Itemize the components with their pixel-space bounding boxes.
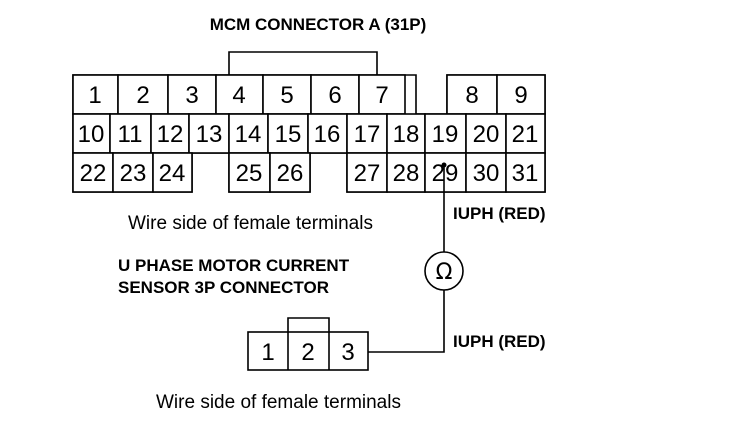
mcm-pin-25 [228, 152, 271, 193]
wire-label-bottom: IUPH (RED) [453, 332, 546, 351]
mcm-pin-21 [505, 113, 546, 154]
mcm-pin-label: 4 [232, 82, 245, 109]
mcm-pin-label: 26 [277, 160, 304, 187]
svg-text:Ω: Ω [436, 260, 453, 285]
wire-label-top: IUPH (RED) [453, 204, 546, 223]
mcm-connector-title: MCM CONNECTOR A (31P) [210, 15, 427, 34]
mcm-pin-label: 19 [432, 121, 459, 148]
mcm-pin-label: 31 [512, 160, 539, 187]
mcm-pin-20 [465, 113, 507, 154]
probe-point-pin-29 [441, 162, 447, 168]
wire-iuph-lower [368, 290, 445, 353]
mcm-pin-31 [505, 152, 546, 193]
mcm-pin-label: 30 [473, 160, 500, 187]
mcm-pin-26 [269, 152, 311, 193]
sensor-connector-lock-tab [287, 317, 330, 332]
mcm-connector-caption: Wire side of female terminals [128, 213, 373, 234]
mcm-pin-label: 8 [465, 82, 478, 109]
mcm-pin-label: 14 [235, 121, 262, 148]
sensor-pin-label: 3 [341, 339, 354, 366]
sensor-connector: 1 2 3 [247, 317, 369, 371]
sensor-connector-title-line2: SENSOR 3P CONNECTOR [118, 278, 329, 297]
ohmmeter-icon: Ω [424, 251, 464, 291]
mcm-pin-23 [112, 152, 154, 193]
mcm-pin-label: 27 [354, 160, 381, 187]
mcm-pin-label: 20 [473, 121, 500, 148]
mcm-pin-17 [346, 113, 388, 154]
sensor-pin-label: 2 [301, 339, 314, 366]
mcm-pin-label: 1 [88, 82, 101, 109]
mcm-pin-label: 16 [314, 121, 341, 148]
mcm-pin-label: 15 [275, 121, 302, 148]
mcm-pin-label: 6 [328, 82, 341, 109]
mcm-pin-19 [424, 113, 467, 154]
mcm-pin-label: 17 [354, 121, 381, 148]
sensor-connector-caption: Wire side of female terminals [156, 392, 401, 413]
mcm-pin-label: 28 [393, 160, 420, 187]
sensor-connector-title-line1: U PHASE MOTOR CURRENT [118, 256, 350, 275]
mcm-pin-27 [346, 152, 388, 193]
mcm-connector-lock-tab [228, 51, 378, 75]
mcm-pin-label: 12 [157, 121, 184, 148]
mcm-pin-8 [446, 74, 498, 115]
mcm-pin-label: 18 [393, 121, 420, 148]
mcm-pin-label: 2 [136, 82, 149, 109]
mcm-pin-label: 21 [512, 121, 539, 148]
mcm-pin-13 [188, 113, 230, 154]
sensor-pin-label: 1 [261, 339, 274, 366]
mcm-pin-22 [72, 152, 114, 193]
mcm-pin-16 [307, 113, 348, 154]
mcm-pin-label: 3 [185, 82, 198, 109]
mcm-pin-10 [72, 113, 111, 154]
mcm-pin-label: 23 [120, 160, 147, 187]
mcm-pin-label: 24 [159, 160, 186, 187]
mcm-pin-label: 11 [118, 121, 143, 148]
mcm-pin-label: 13 [196, 121, 223, 148]
mcm-pin-28 [386, 152, 426, 193]
mcm-connector: 1 2 3 4 5 6 7 8 9 10 11 12 13 14 15 16 1… [72, 74, 546, 193]
mcm-pin-label: 25 [236, 160, 263, 187]
mcm-pin-6 [310, 74, 360, 115]
mcm-pin-label: 10 [78, 121, 105, 148]
mcm-pin-label: 9 [514, 82, 527, 109]
mcm-pin-label: 22 [80, 160, 107, 187]
mcm-pin-29 [424, 152, 467, 193]
mcm-pin-14 [228, 113, 269, 154]
mcm-pin-24 [152, 152, 193, 193]
mcm-pin-label: 7 [375, 82, 388, 109]
mcm-pin-12 [150, 113, 190, 154]
mcm-pin-label: 5 [280, 82, 293, 109]
